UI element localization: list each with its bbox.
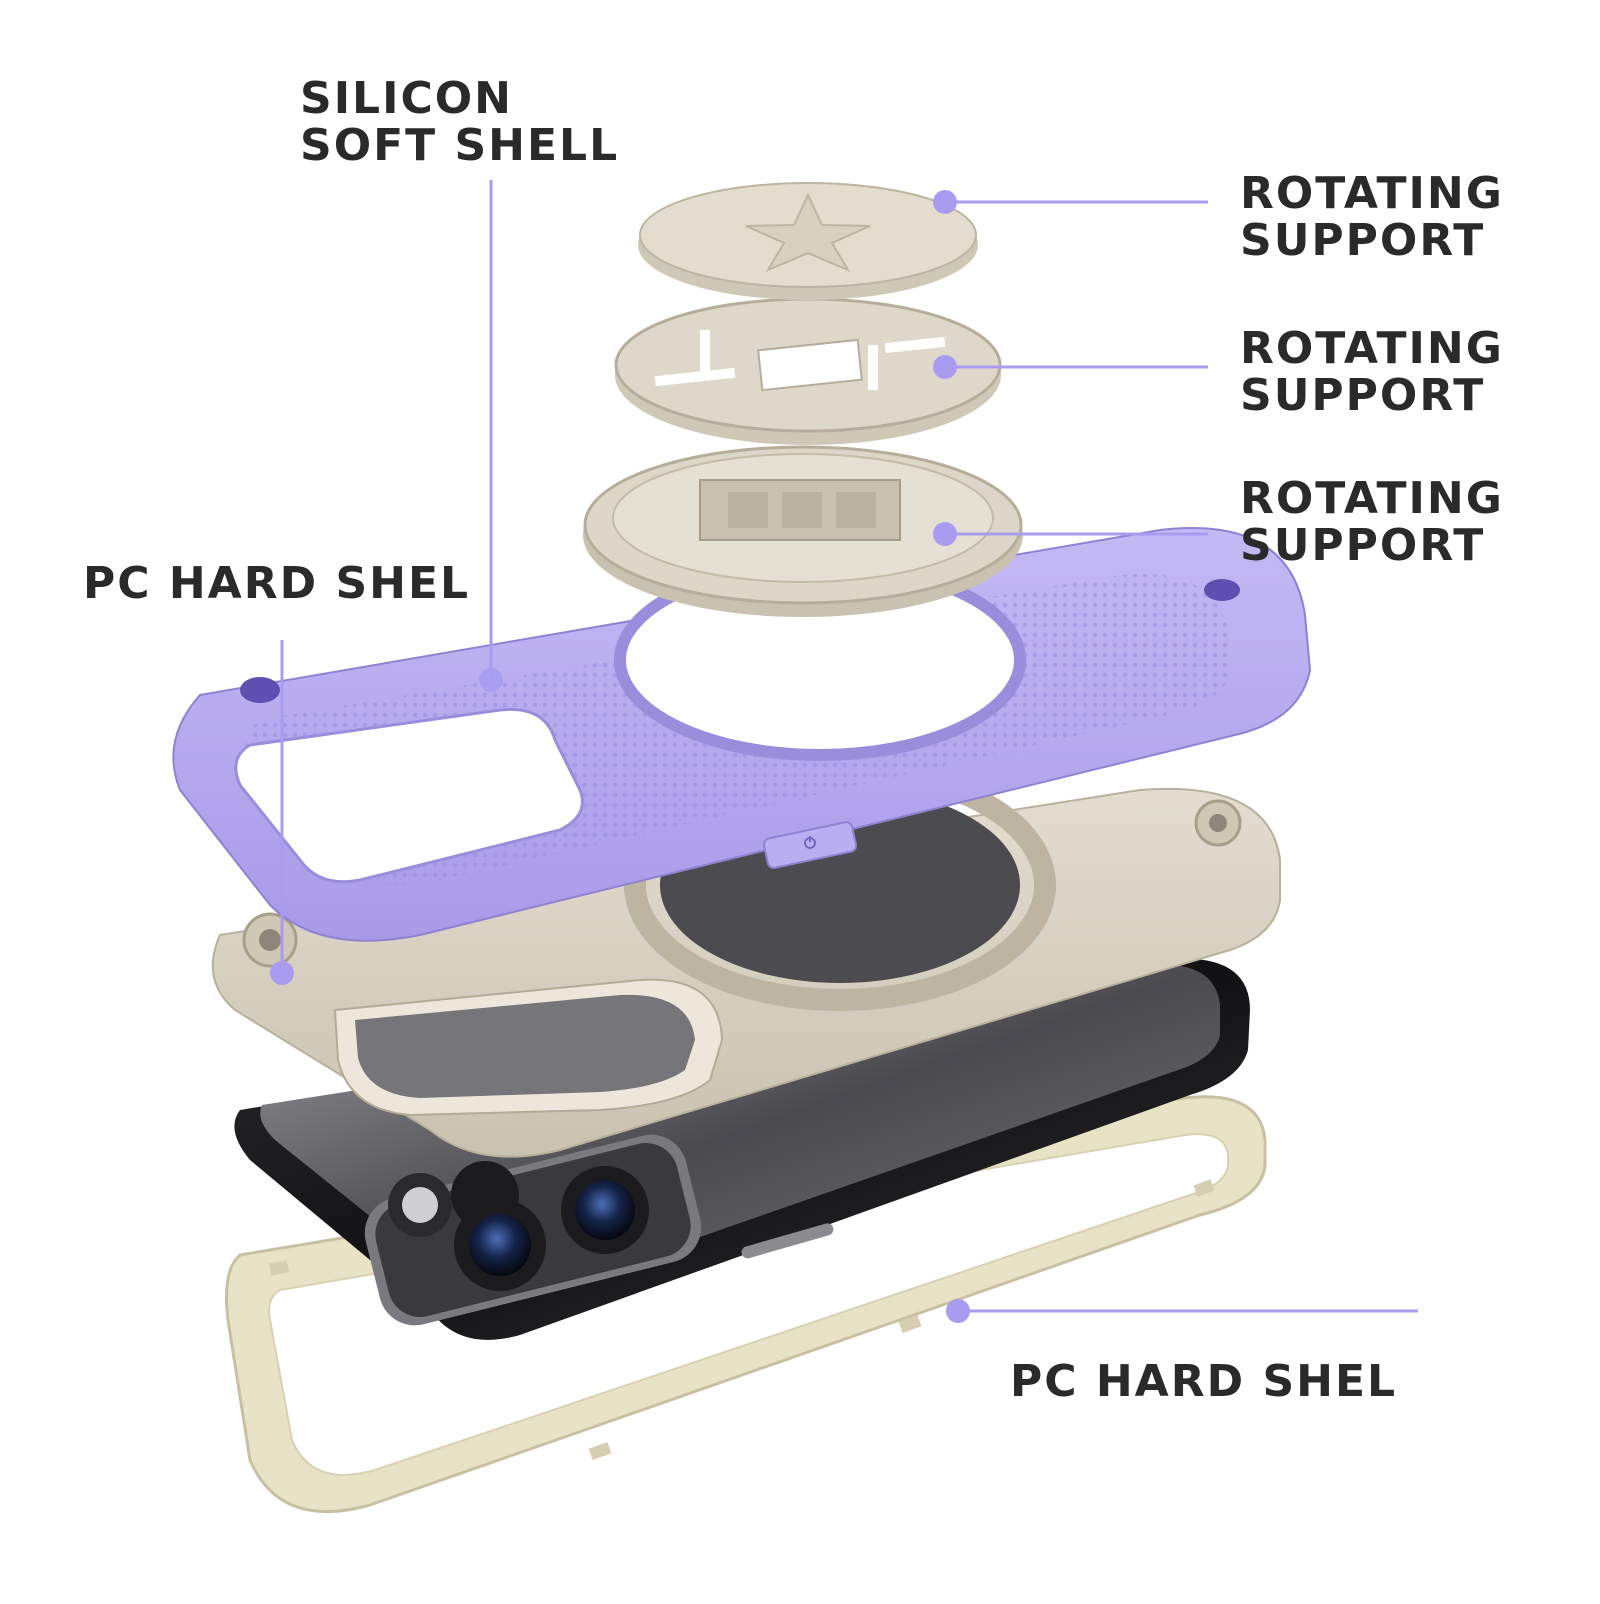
callout-pc-hard-shel-left [270,640,294,985]
label-pc-hard-shel-left-line1: PC HARD SHEL [83,558,471,609]
label-silicon-soft-shell-line2: SOFT SHELL [300,120,620,171]
rotating-support-disc-1 [638,182,978,300]
label-silicon-soft-shell: SILICON SOFT SHELL [300,75,619,169]
label-pc-hard-shel-bottom: PC HARD SHEL [1010,1358,1397,1405]
rotating-support-disc-2 [614,297,1002,445]
label-rotating-support-3: ROTATING SUPPORT [1240,475,1504,569]
label-pc-hard-shel-bottom-line1: PC HARD SHEL [1010,1356,1398,1407]
phone [234,958,1250,1340]
label-rotating-support-3-line1: ROTATING [1240,473,1504,524]
label-rotating-support-1: ROTATING SUPPORT [1240,170,1504,264]
power-icon [804,836,816,849]
label-rotating-support-3-line2: SUPPORT [1240,520,1486,571]
label-rotating-support-2-line1: ROTATING [1240,323,1504,374]
callout-rotating-support-1 [933,190,1208,214]
label-rotating-support-2-line2: SUPPORT [1240,370,1486,421]
callout-rotating-support-3 [933,522,1208,546]
label-rotating-support-2: ROTATING SUPPORT [1240,325,1504,419]
callout-pc-hard-shel-bottom [946,1299,1418,1323]
label-rotating-support-1-line1: ROTATING [1240,168,1504,219]
silicon-soft-shell [172,527,1312,942]
bottom-frame [225,1095,1267,1513]
label-rotating-support-1-line2: SUPPORT [1240,215,1486,266]
label-pc-hard-shel-left: PC HARD SHEL [83,560,470,607]
callout-rotating-support-2 [933,355,1208,379]
rotating-support-disc-3 [583,445,1023,617]
label-silicon-soft-shell-line1: SILICON [300,73,513,124]
callout-silicon-soft-shell [479,180,503,692]
beige-hard-shell [211,759,1281,1158]
